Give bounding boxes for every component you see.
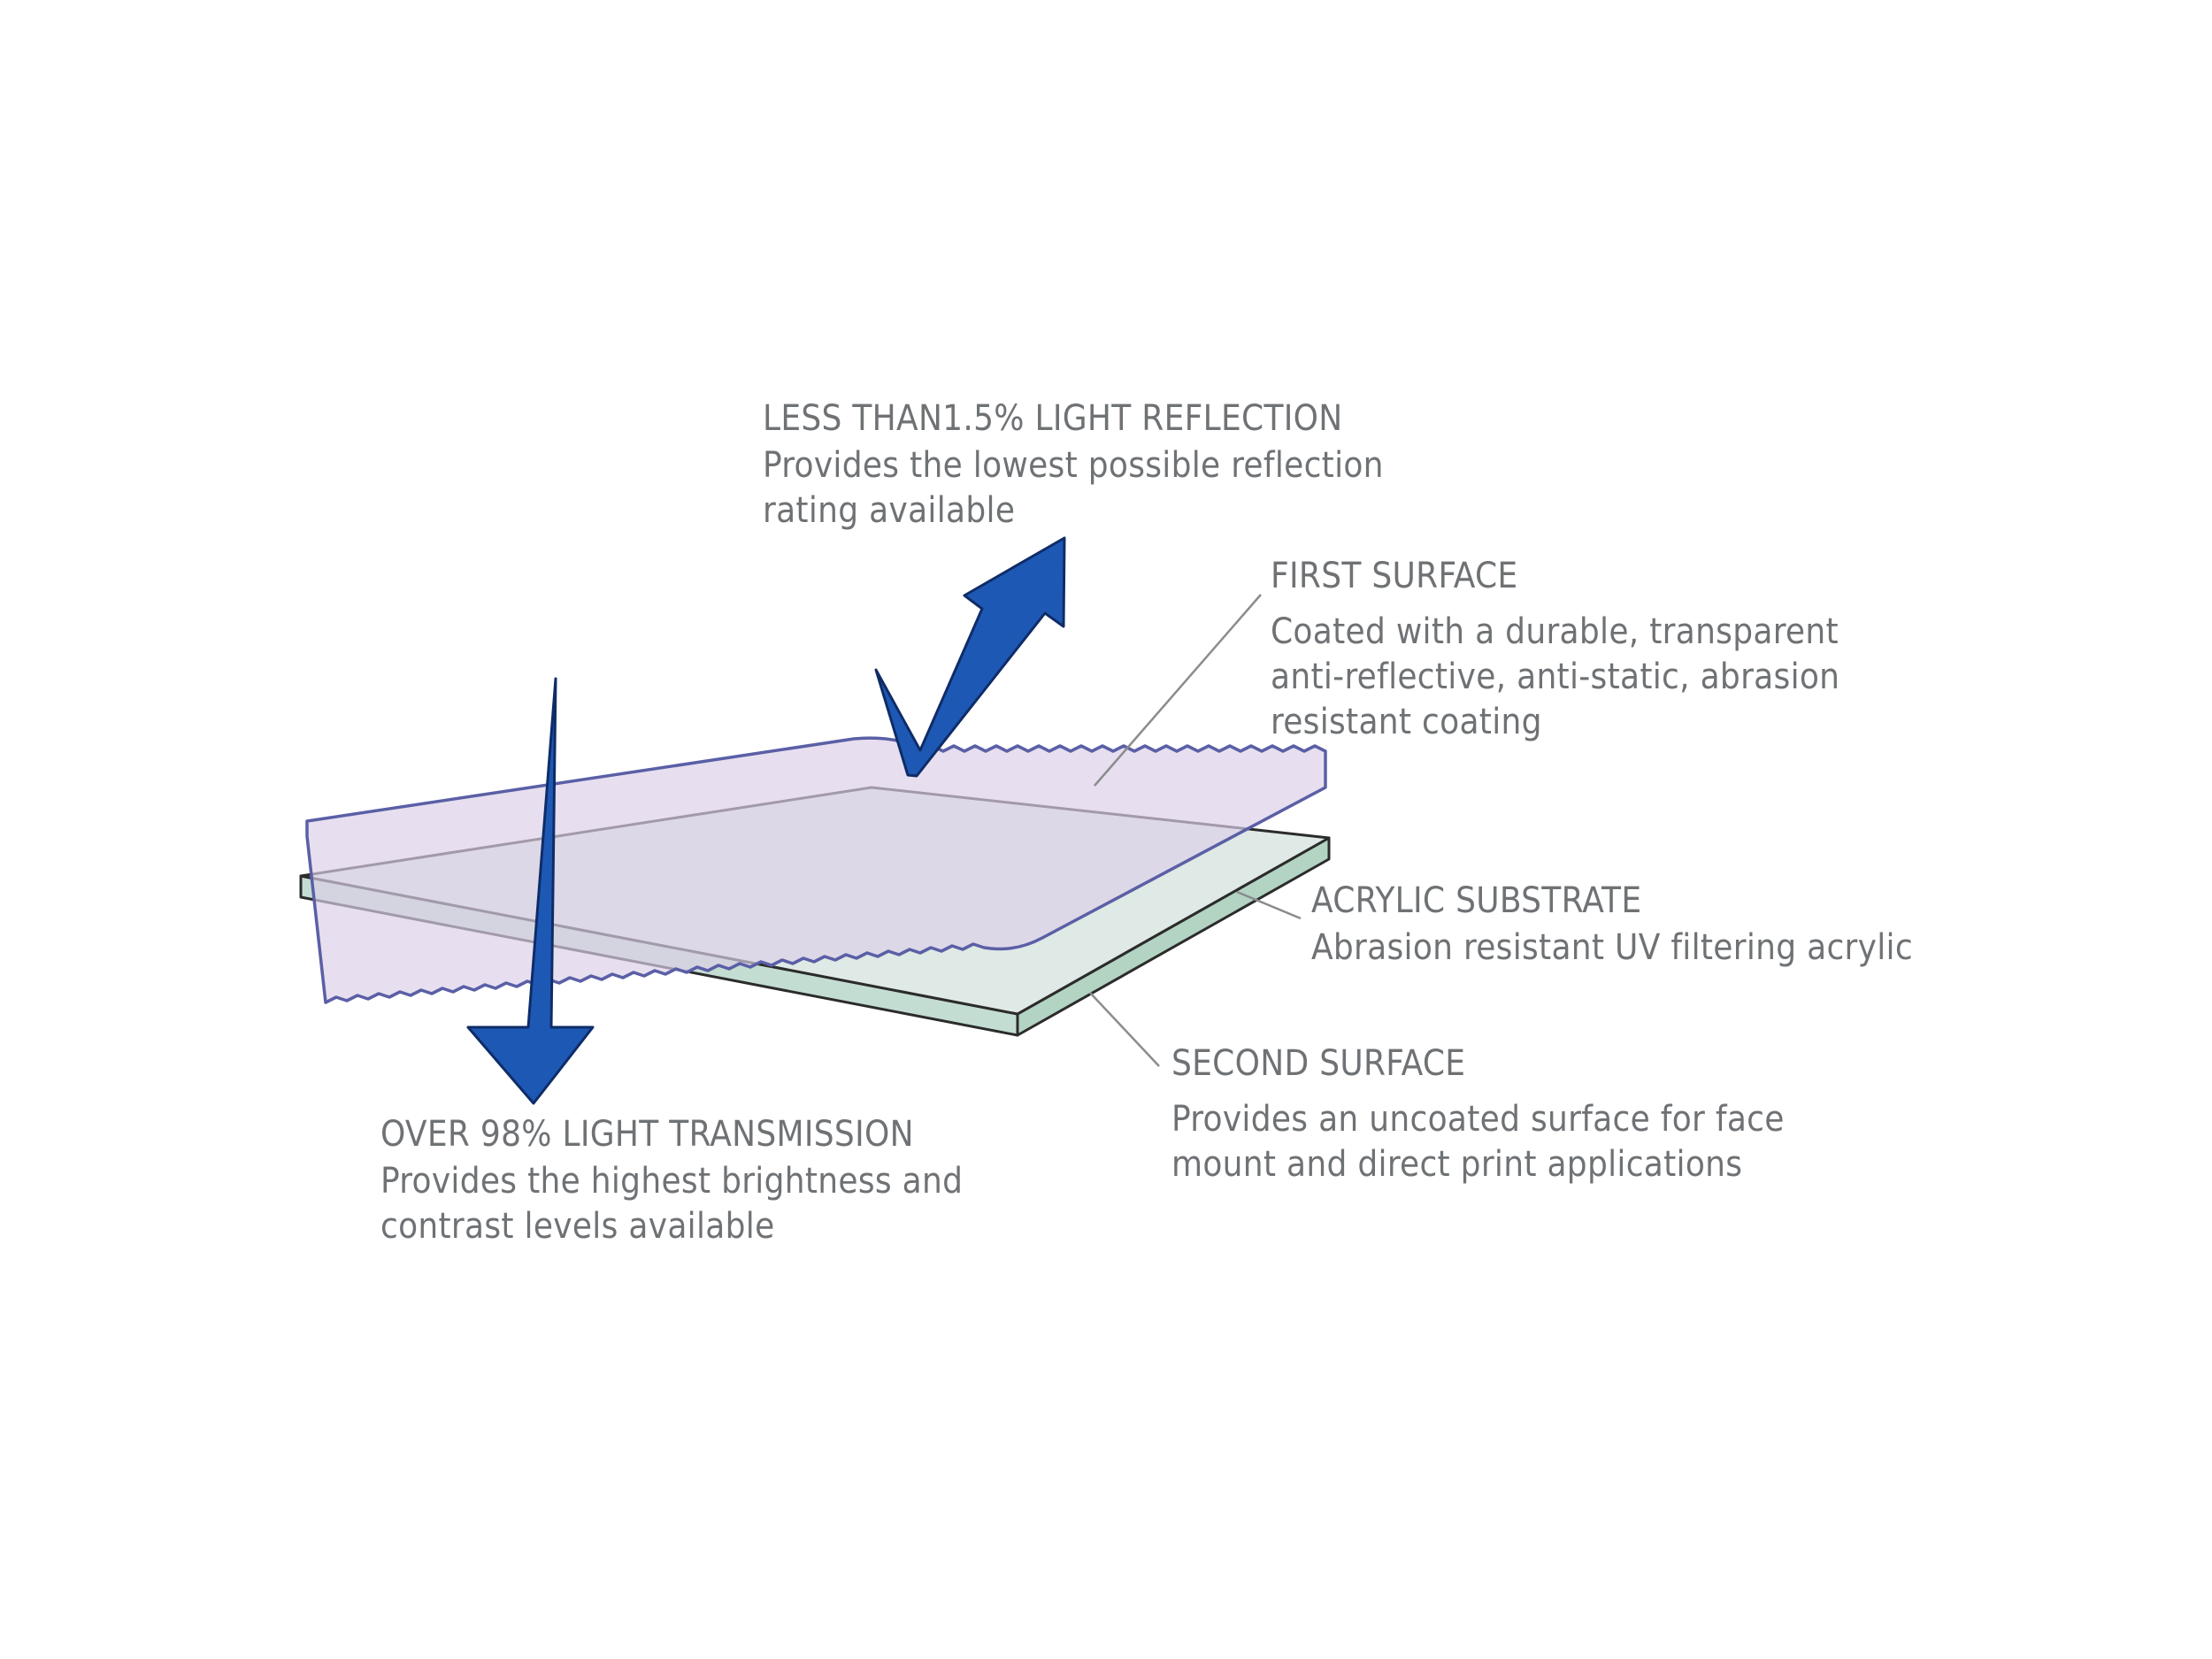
first-surface-line-2: anti-reflective, anti-static, abrasion	[1271, 657, 1840, 697]
transmission-annotation: OVER 98% LIGHT TRANSMISSION Provides the…	[380, 1112, 963, 1249]
first-surface-title: FIRST SURFACE	[1271, 556, 1518, 596]
first-surface-annotation: FIRST SURFACE Coated with a durable, tra…	[1271, 554, 1839, 745]
acrylic-substrate-annotation: ACRYLIC SUBSTRATE Abrasion resistant UV …	[1311, 879, 1913, 971]
transmission-line-2: contrast levels available	[380, 1206, 775, 1247]
acrylic-substrate-line-1: Abrasion resistant UV filtering acrylic	[1311, 927, 1913, 968]
arrow-down-icon	[466, 677, 595, 1105]
reflection-line-2: rating available	[763, 490, 1016, 531]
second-surface-annotation: SECOND SURFACE Provides an uncoated surf…	[1171, 1041, 1785, 1187]
second-surface-line-1: Provides an uncoated surface for face	[1171, 1099, 1785, 1140]
reflection-annotation: LESS THAN1.5% LIGHT REFLECTION Provides …	[763, 396, 1384, 534]
second-surface-title: SECOND SURFACE	[1171, 1043, 1466, 1084]
first-surface-line-1: Coated with a durable, transparent	[1271, 611, 1839, 652]
transmission-title: OVER 98% LIGHT TRANSMISSION	[380, 1114, 914, 1155]
second-surface-leader-line	[1089, 992, 1160, 1067]
acrylic-substrate-leader-line	[1236, 890, 1302, 920]
first-surface-leader-line	[1094, 594, 1262, 787]
reflection-title: LESS THAN1.5% LIGHT REFLECTION	[763, 398, 1343, 439]
first-surface-line-3: resistant coating	[1271, 702, 1542, 742]
arrow-up-right-icon	[874, 536, 1066, 778]
transmission-line-1: Provides the highest brightness and	[380, 1161, 964, 1202]
reflection-line-1: Provides the lowest possible reflection	[763, 445, 1384, 486]
acrylic-substrate-title: ACRYLIC SUBSTRATE	[1311, 880, 1642, 921]
second-surface-line-2: mount and direct print applications	[1171, 1144, 1743, 1185]
